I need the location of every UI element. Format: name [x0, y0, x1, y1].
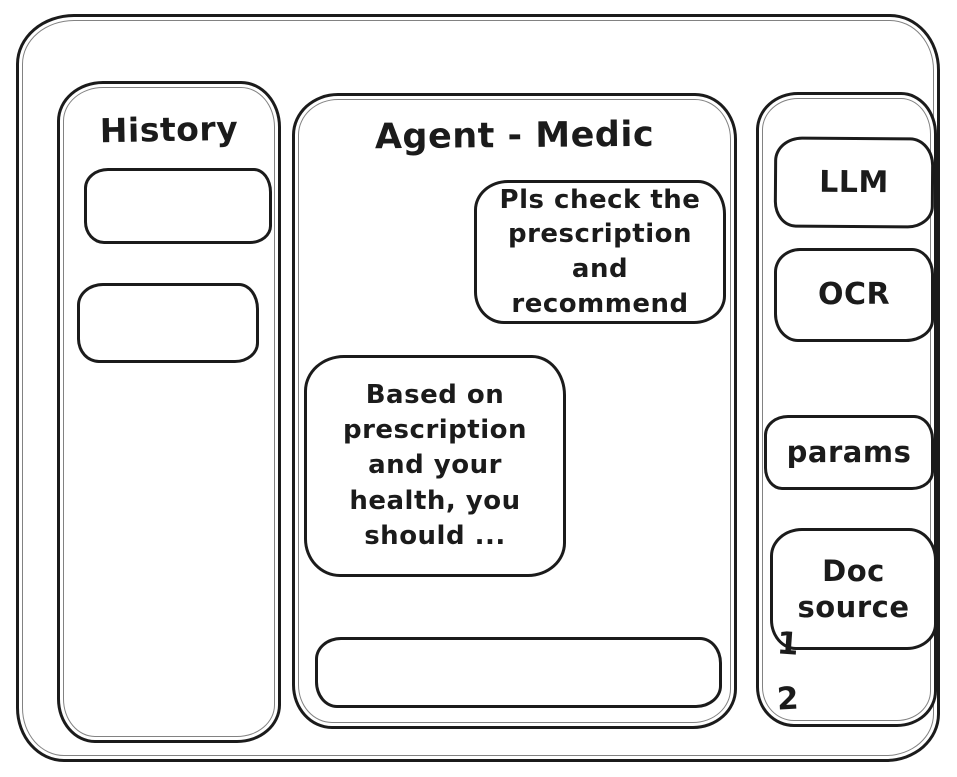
history-sidebar: History — [57, 81, 281, 743]
user-message-bubble: Pls check the prescription and recommend — [474, 180, 726, 324]
history-title: History — [99, 108, 239, 151]
message-input[interactable] — [315, 637, 722, 708]
doc-source-button[interactable]: Doc source — [770, 528, 937, 650]
doc-source-item-2[interactable]: 2 — [776, 680, 801, 718]
doc-source-item-1[interactable]: 1 — [775, 625, 801, 663]
history-item[interactable] — [84, 168, 272, 244]
chat-title: Agent - Medic — [374, 114, 655, 158]
ocr-button[interactable]: OCR — [774, 248, 934, 342]
assistant-message-bubble: Based on prescription and your health, y… — [304, 355, 566, 577]
llm-button[interactable]: LLM — [773, 136, 935, 229]
chat-panel: Agent - Medic Pls check the prescription… — [292, 93, 737, 729]
history-item[interactable] — [77, 283, 259, 363]
tools-panel: LLM OCR params Doc source 1 2 — [756, 92, 937, 727]
app-frame: History Agent - Medic Pls check the pres… — [16, 14, 940, 762]
params-button[interactable]: params — [764, 415, 934, 490]
